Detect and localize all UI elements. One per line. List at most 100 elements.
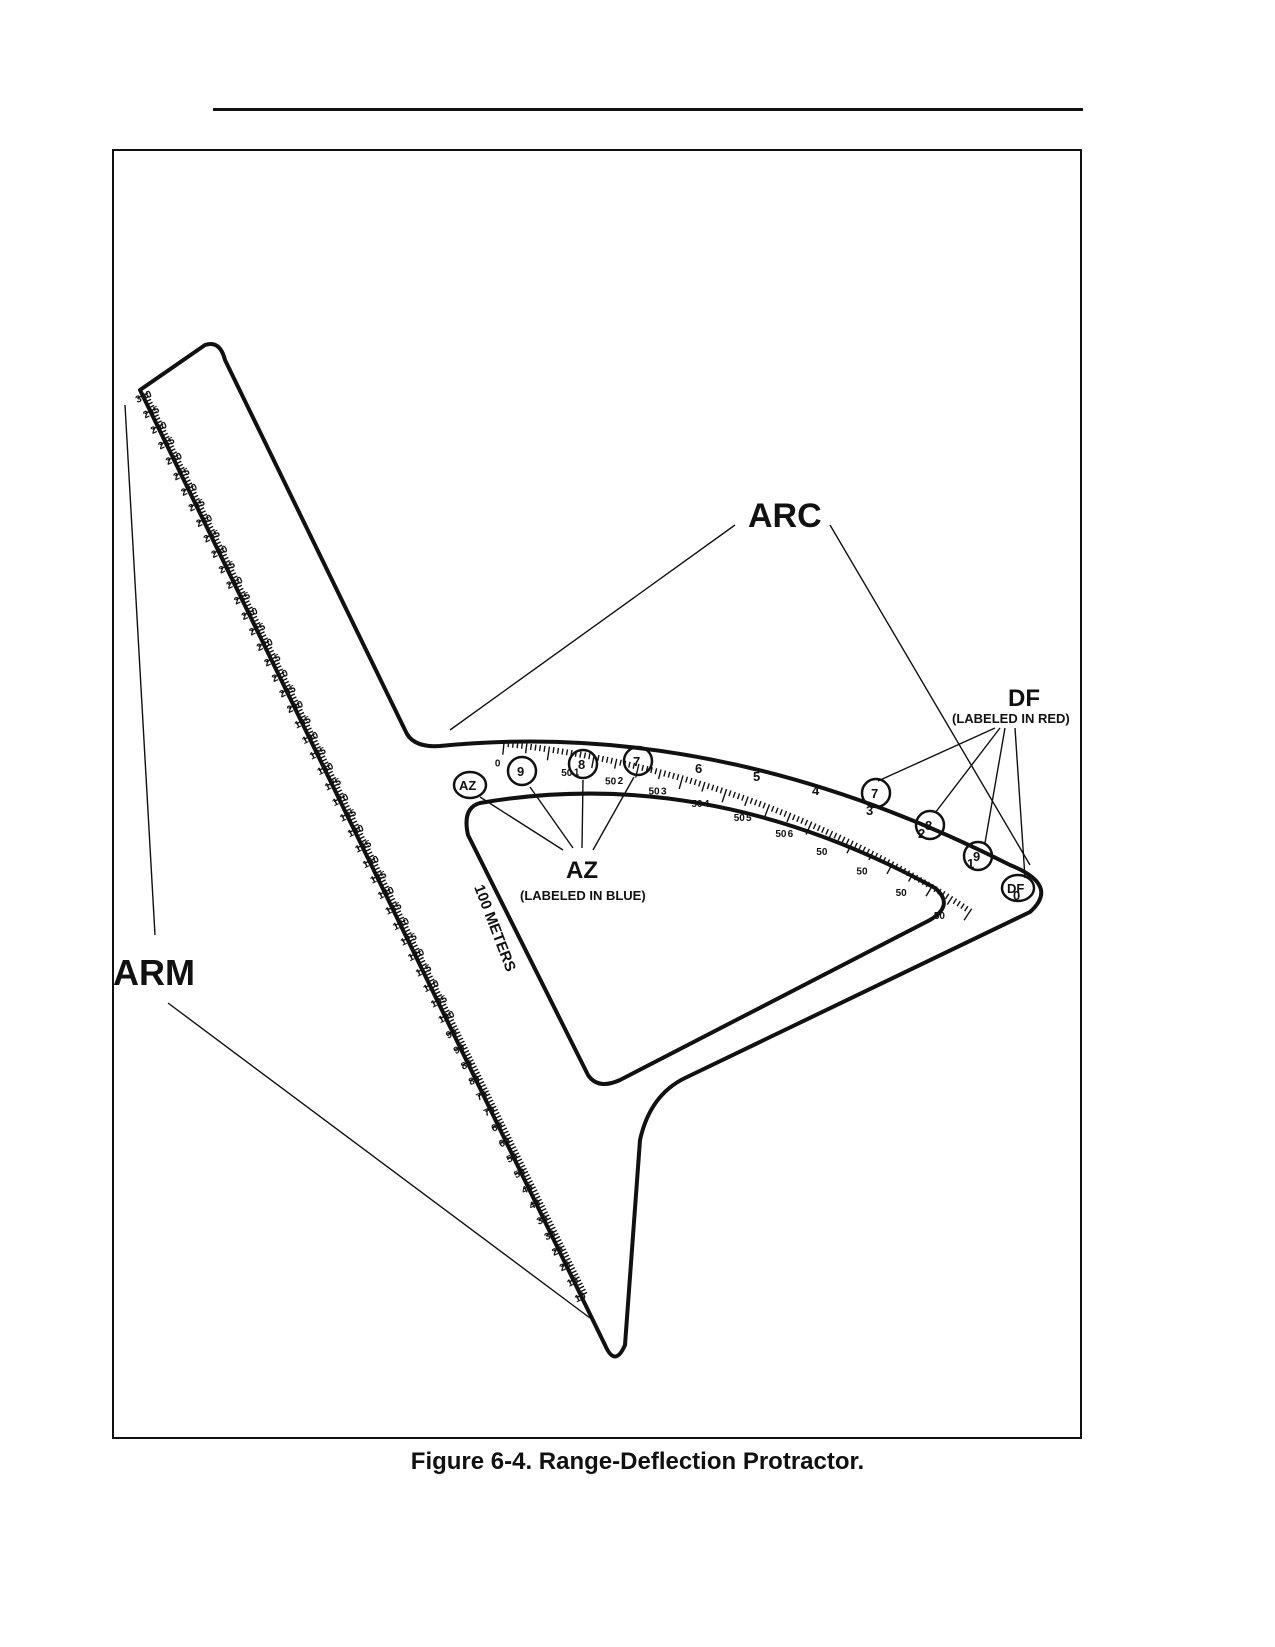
arm-tick bbox=[290, 696, 297, 701]
arm-tick bbox=[231, 575, 238, 580]
arm-tick bbox=[310, 736, 317, 741]
arm-tick bbox=[283, 680, 290, 685]
arm-tick bbox=[334, 786, 341, 791]
arm-tick bbox=[517, 1161, 524, 1166]
arm-tick bbox=[434, 990, 441, 995]
arm-tick bbox=[451, 1025, 458, 1029]
arm-tick bbox=[251, 615, 258, 620]
arm-tick bbox=[314, 745, 321, 750]
arm-tick bbox=[307, 730, 314, 735]
arc-tick bbox=[721, 788, 728, 803]
arm-tick bbox=[363, 845, 370, 850]
arc-tick bbox=[960, 903, 965, 910]
arm-tick bbox=[333, 783, 340, 788]
arc-tick bbox=[882, 856, 887, 863]
arm-tick bbox=[245, 603, 252, 608]
arm-tick bbox=[530, 1198, 542, 1206]
arc-lower-label: 1 bbox=[967, 856, 974, 871]
arc-tick bbox=[770, 805, 775, 812]
arc-tick bbox=[579, 751, 582, 758]
arm-tick bbox=[158, 426, 165, 431]
arc-tick bbox=[650, 766, 653, 774]
arm-tick bbox=[340, 798, 347, 803]
arm-tick bbox=[178, 466, 185, 471]
arm-tick bbox=[252, 618, 259, 623]
arm-tick bbox=[167, 454, 179, 461]
arm-tick bbox=[234, 581, 241, 586]
arm-tick bbox=[457, 1037, 464, 1042]
arc-tick bbox=[667, 771, 671, 778]
arm-tick bbox=[485, 1105, 497, 1113]
arc-tick bbox=[701, 781, 706, 792]
arm-tick bbox=[136, 392, 149, 399]
arc-tick bbox=[917, 876, 923, 883]
arm-tick bbox=[495, 1114, 502, 1119]
arm-tick bbox=[280, 686, 293, 694]
arm-tick bbox=[184, 479, 191, 484]
arm-tick bbox=[575, 1291, 588, 1299]
arc-tick bbox=[925, 883, 934, 897]
arc-tick bbox=[816, 825, 821, 832]
arm-tick bbox=[160, 429, 167, 434]
az-markers: AZ 9 8 7 bbox=[452, 745, 654, 800]
arm-tick bbox=[219, 550, 226, 555]
arm-tick bbox=[426, 975, 433, 980]
arc-tick bbox=[610, 757, 613, 764]
arm-scale-label: 35 bbox=[535, 1213, 550, 1228]
arm-tick bbox=[442, 1006, 449, 1011]
arm-scale-label: 50 bbox=[513, 1166, 528, 1181]
arm-tick bbox=[148, 404, 155, 409]
arc-tick bbox=[749, 797, 754, 804]
arm-tick bbox=[458, 1040, 465, 1045]
arc-tick bbox=[561, 748, 564, 755]
arm-tick bbox=[473, 1071, 480, 1076]
arc-tick bbox=[866, 848, 871, 855]
arm-tick bbox=[175, 460, 182, 465]
arc-tick bbox=[796, 816, 800, 823]
arm-tick bbox=[371, 873, 383, 880]
arm-tick bbox=[154, 417, 161, 422]
arm-tick bbox=[492, 1121, 505, 1128]
arm-tick bbox=[143, 395, 150, 400]
arc-tick bbox=[898, 865, 903, 872]
arm-tick bbox=[182, 485, 194, 492]
arc-minor-label: 50 bbox=[691, 799, 703, 810]
arm-tick bbox=[364, 848, 371, 853]
arm-tick bbox=[454, 1043, 467, 1051]
arc-minor-label: 50 bbox=[934, 911, 946, 922]
arm-tick bbox=[367, 854, 374, 859]
arm-tick bbox=[284, 683, 291, 688]
arc-tick bbox=[736, 793, 741, 800]
arm-tick bbox=[267, 649, 274, 654]
arm-tick bbox=[205, 522, 212, 527]
arc-minor-label: 50 bbox=[775, 829, 787, 840]
arc-tick bbox=[601, 755, 605, 762]
arm-tick bbox=[525, 1177, 532, 1181]
arm-tick bbox=[155, 420, 162, 425]
arm-tick bbox=[257, 628, 264, 632]
arm-tick bbox=[242, 609, 255, 616]
arm-tick bbox=[420, 963, 427, 967]
arm-tick bbox=[372, 863, 379, 868]
arm-tick bbox=[159, 438, 172, 446]
arc-tick bbox=[529, 743, 533, 750]
arc-minor-label: 50 bbox=[896, 888, 908, 899]
arm-tick bbox=[378, 876, 385, 881]
df-marker-label: 8 bbox=[925, 818, 932, 833]
arm-tick bbox=[448, 1018, 455, 1023]
df-marker-label: 9 bbox=[973, 849, 980, 864]
arm-tick bbox=[540, 1208, 547, 1212]
arm-tick bbox=[432, 997, 444, 1004]
arm-tick bbox=[515, 1167, 527, 1175]
arm-tick bbox=[553, 1245, 565, 1252]
arm-scale-label: 65 bbox=[490, 1120, 505, 1135]
arc-tick bbox=[944, 893, 950, 900]
arm-tick bbox=[364, 857, 376, 865]
arc-tick bbox=[520, 742, 524, 749]
arm-tick bbox=[502, 1130, 509, 1135]
arm-tick bbox=[370, 860, 377, 865]
arc-tick bbox=[763, 804, 771, 818]
arm-tick bbox=[163, 435, 170, 440]
arm-tick bbox=[383, 885, 390, 890]
